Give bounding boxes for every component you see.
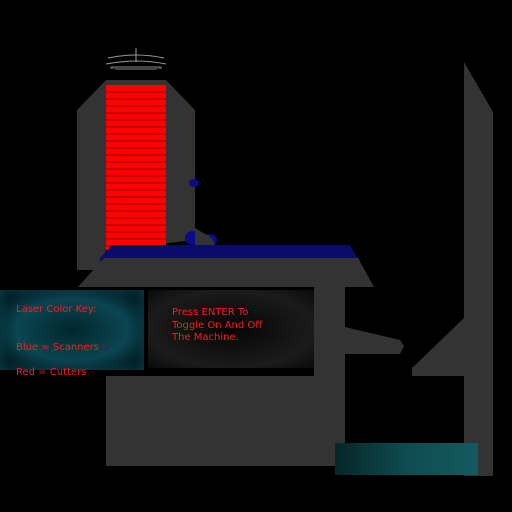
toggle-instructions-panel: Press ENTER To Toggle On And Off The Mac…	[148, 290, 314, 368]
antenna-base	[110, 66, 162, 70]
machine-roof	[78, 258, 374, 287]
laser-key-lines: Blue = Scanners Red = Cutters	[16, 329, 99, 392]
right-ramp	[412, 318, 464, 376]
laser-key-cutters: Red = Cutters	[16, 366, 87, 378]
laser-key-scanners: Blue = Scanners	[16, 341, 99, 353]
scanner-track	[100, 245, 360, 262]
output-chute	[345, 327, 404, 354]
cutter-stack-lines	[106, 91, 166, 247]
antenna	[105, 48, 167, 69]
support-pillar	[314, 287, 345, 377]
laser-key-title: Laser Color Key:	[16, 304, 97, 315]
cutter-ramp	[195, 228, 215, 245]
machine-base	[106, 376, 345, 466]
toggle-instructions-text: Press ENTER To Toggle On And Off The Mac…	[172, 307, 263, 343]
right-wall	[464, 62, 493, 476]
laser-color-key-panel: Laser Color Key: Blue = Scanners Red = C…	[0, 290, 144, 378]
floor-glow	[335, 443, 478, 475]
